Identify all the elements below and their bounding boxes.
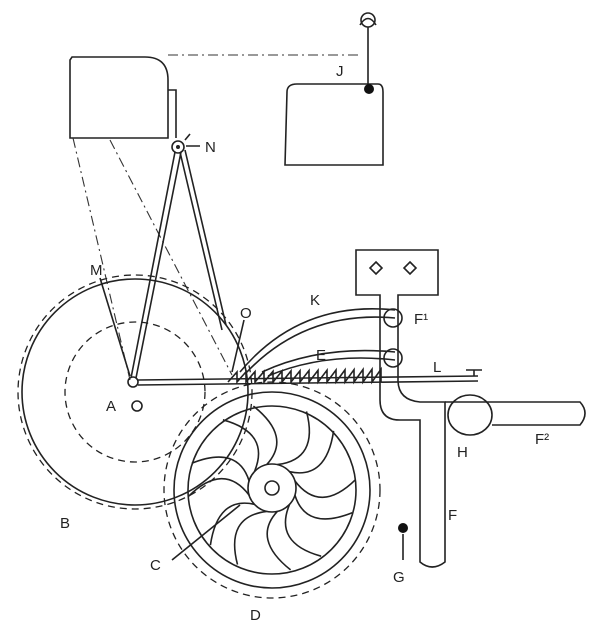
wheel-B-outer [17, 274, 253, 510]
spoke [187, 456, 250, 497]
ratchet-teeth [227, 366, 382, 385]
bracket-F [355, 249, 446, 568]
label-F: F [448, 507, 457, 524]
leader-O [231, 319, 245, 373]
label-D: D [250, 607, 261, 624]
label-N: N [205, 139, 216, 156]
leader-M [99, 277, 131, 377]
guide-line [109, 139, 233, 376]
label-A: A [106, 398, 116, 415]
axle-A [131, 400, 143, 412]
pivot-screw [184, 133, 200, 147]
hanger-hook [359, 17, 377, 26]
leader-C [171, 504, 241, 561]
wheel-B-rim [21, 278, 249, 506]
label-F2: F² [535, 431, 549, 448]
hub [247, 463, 297, 513]
label-O: O [240, 305, 252, 322]
label-L: L [433, 359, 441, 376]
label-B: B [60, 515, 70, 532]
label-C: C [150, 557, 161, 574]
spoke [294, 479, 357, 520]
spoke [266, 503, 322, 571]
arm-F2 [445, 401, 586, 426]
pin-G [398, 523, 408, 533]
pivot-M [127, 376, 139, 388]
label-M: M [90, 262, 103, 279]
spoke [222, 405, 278, 473]
wheel-D-rim [173, 391, 371, 589]
spring-arms-K-E [239, 308, 396, 377]
wheel-B-inner [64, 321, 206, 463]
mount-holes [368, 260, 418, 276]
label-F1: F¹ [414, 311, 428, 328]
pin-dot [364, 84, 374, 94]
weight-block-J [284, 83, 384, 166]
wheel-D-inner-rim [187, 405, 357, 575]
pivot-N [171, 140, 185, 154]
adjust-screw [466, 369, 482, 376]
rod-L [137, 375, 479, 386]
wheel-D-outer [163, 381, 381, 599]
spoke [277, 411, 335, 474]
block-bracket [168, 89, 177, 138]
roller-F1 [383, 308, 403, 328]
weight-block-left [69, 56, 169, 139]
label-K: K [310, 292, 320, 309]
guide-line [72, 137, 131, 381]
curved-spokes [187, 405, 357, 571]
label-J: J [336, 63, 344, 80]
label-H: H [457, 444, 468, 461]
roller-E [383, 348, 403, 368]
hub-axle [264, 480, 280, 496]
spoke [209, 502, 267, 565]
weight-H [447, 394, 493, 436]
leg-right [179, 149, 227, 331]
leg-left [130, 151, 182, 379]
label-E: E [316, 347, 326, 364]
label-G: G [393, 569, 405, 586]
